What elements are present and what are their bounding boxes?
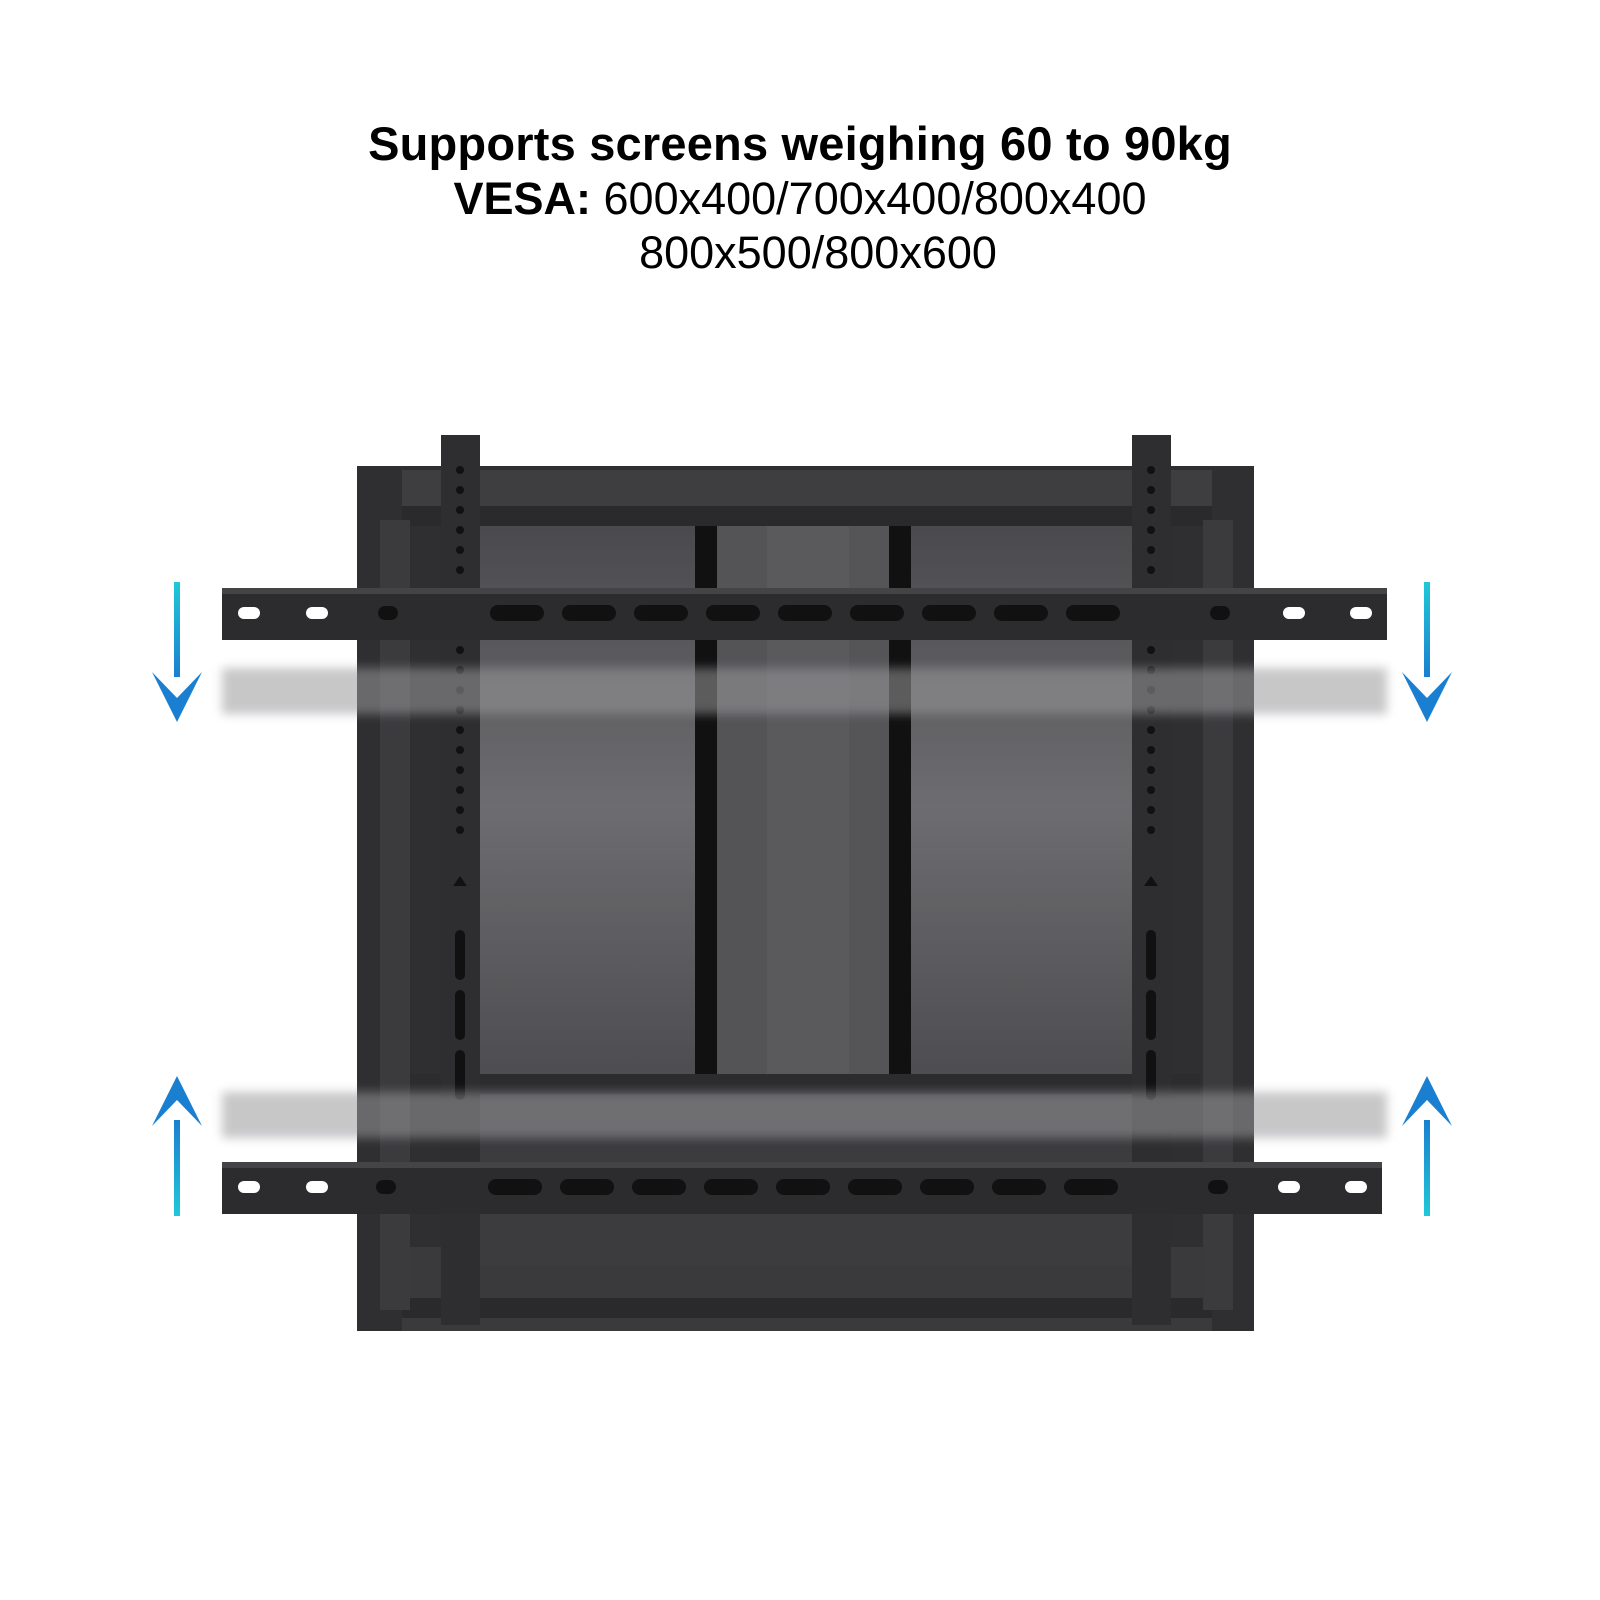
vesa-label: VESA:: [453, 173, 591, 224]
arrow-up-icon: [152, 1076, 202, 1216]
upper-mounting-rail: [222, 588, 1387, 640]
lower-mounting-rail: [222, 1162, 1382, 1214]
weight-capacity-title: Supports screens weighing 60 to 90kg: [368, 117, 1232, 170]
headline: Supports screens weighing 60 to 90kg VES…: [0, 116, 1600, 280]
arrow-down-icon: [152, 582, 202, 722]
arrow-up-icon: [1402, 1076, 1452, 1216]
vesa-values-1: 600x400/700x400/800x400: [603, 173, 1147, 224]
rail-motion-ghosts: [222, 668, 1387, 1138]
vesa-line-2: 800x500/800x600: [0, 226, 1600, 280]
vesa-values-2: 800x500/800x600: [639, 227, 997, 278]
vesa-line-1: VESA: 600x400/700x400/800x400: [0, 172, 1600, 226]
arrow-down-icon: [1402, 582, 1452, 722]
